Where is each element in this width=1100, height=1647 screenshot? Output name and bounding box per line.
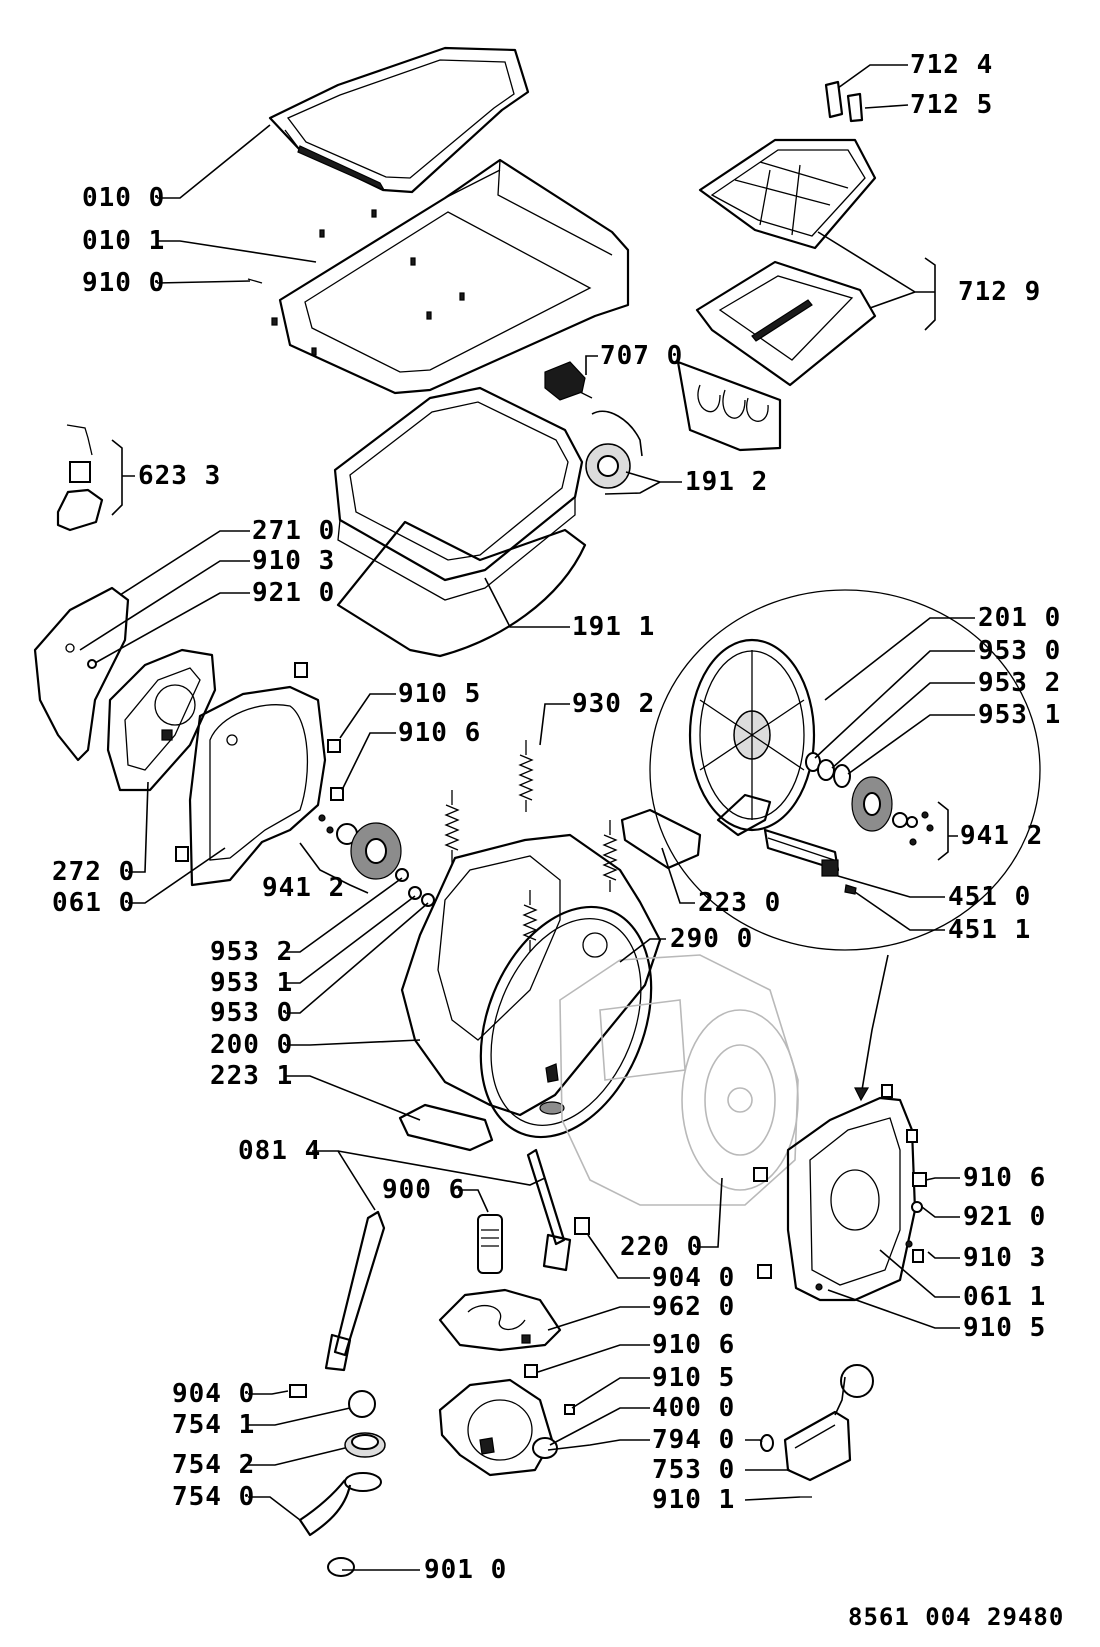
label-921-0-left: 921 0 <box>252 578 336 608</box>
label-910-3-left: 910 3 <box>252 546 336 576</box>
label-910-6-bottom: 910 6 <box>652 1330 736 1360</box>
part-tub-200-0 <box>400 833 662 1139</box>
part-valve-707-0 <box>544 361 593 401</box>
part-belt-191-1 <box>336 520 587 658</box>
part-clip-904-0-mid <box>574 1217 590 1235</box>
label-910-3-right: 910 3 <box>963 1243 1047 1273</box>
label-953-0-left: 953 0 <box>210 998 294 1028</box>
label-953-1-right: 953 1 <box>978 700 1062 730</box>
label-451-0: 451 0 <box>948 882 1032 912</box>
label-290-0: 290 0 <box>670 924 754 954</box>
label-910-6-right: 910 6 <box>963 1163 1047 1193</box>
part-tub-top-ring <box>333 386 584 601</box>
part-drum-220-0 <box>559 954 799 1206</box>
label-904-0-left: 904 0 <box>172 1379 256 1409</box>
label-061-1: 061 1 <box>963 1282 1047 1312</box>
label-910-6-left: 910 6 <box>398 718 482 748</box>
part-flange-941-2-left <box>318 739 435 907</box>
part-shell-061-0 <box>175 662 327 887</box>
label-707-0: 707 0 <box>600 341 684 371</box>
label-451-1: 451 1 <box>948 915 1032 945</box>
part-top-cover-010-0 <box>268 46 530 194</box>
label-754-2: 754 2 <box>172 1450 256 1480</box>
label-754-0: 754 0 <box>172 1482 256 1512</box>
label-191-2: 191 2 <box>685 467 769 497</box>
part-bracket-223-0 <box>620 808 702 870</box>
part-pulley-191-2 <box>585 410 643 489</box>
part-shell-061-1 <box>753 1084 927 1302</box>
label-201-0: 201 0 <box>978 603 1062 633</box>
part-clip-904-0-left <box>289 1384 307 1398</box>
label-910-5-right: 910 5 <box>963 1313 1047 1343</box>
label-712-5: 712 5 <box>910 90 994 120</box>
part-springs-930-2 <box>444 740 618 952</box>
label-623-3: 623 3 <box>138 461 222 491</box>
label-223-1: 223 1 <box>210 1061 294 1091</box>
part-top-frame-010-1 <box>271 158 630 395</box>
part-hub-272-0 <box>106 648 217 792</box>
part-pump-400-0 <box>438 1364 575 1477</box>
label-010-1: 010 1 <box>82 226 166 256</box>
part-flange-941-2-right <box>851 776 934 846</box>
leader-lines <box>79 64 975 1571</box>
label-953-1-left: 953 1 <box>210 968 294 998</box>
part-ball-754-1 <box>348 1390 376 1418</box>
label-271-0: 271 0 <box>252 516 336 546</box>
part-cover-271-0 <box>33 586 130 762</box>
label-223-0: 223 0 <box>698 888 782 918</box>
label-930-2: 930 2 <box>572 689 656 719</box>
part-pressure-switch-753-0 <box>760 1364 874 1498</box>
label-910-5-left: 910 5 <box>398 679 482 709</box>
label-272-0: 272 0 <box>52 857 136 887</box>
label-921-0-right: 921 0 <box>963 1202 1047 1232</box>
part-pins-712-4-712-5 <box>824 80 864 123</box>
label-904-0-mid: 904 0 <box>652 1263 736 1293</box>
part-dispenser-712-9 <box>676 138 877 452</box>
label-910-1: 910 1 <box>652 1485 736 1515</box>
label-220-0: 220 0 <box>620 1232 704 1262</box>
label-953-0-right: 953 0 <box>978 636 1062 666</box>
part-shield-962-0 <box>438 1288 562 1352</box>
label-794-0: 794 0 <box>652 1425 736 1455</box>
label-953-2-left: 953 2 <box>210 937 294 967</box>
label-010-0: 010 0 <box>82 183 166 213</box>
part-screw-910-0 <box>247 278 263 284</box>
part-door-lock-623-3 <box>56 424 104 532</box>
label-081-4: 081 4 <box>238 1136 322 1166</box>
label-900-6: 900 6 <box>382 1175 466 1205</box>
label-200-0: 200 0 <box>210 1030 294 1060</box>
part-shock-absorbers-081-4 <box>324 1148 572 1372</box>
part-heater-451-0 <box>763 828 857 895</box>
label-061-0: 061 0 <box>52 888 136 918</box>
part-bracket-223-1 <box>398 1103 494 1152</box>
label-191-1: 191 1 <box>572 612 656 642</box>
label-910-5-bottom: 910 5 <box>652 1363 736 1393</box>
part-seal-754-2 <box>344 1432 386 1458</box>
label-754-1: 754 1 <box>172 1410 256 1440</box>
label-962-0: 962 0 <box>652 1292 736 1322</box>
part-clamp-901-0 <box>327 1557 355 1577</box>
detail-callout-circle <box>649 589 1041 951</box>
label-941-2-left: 941 2 <box>262 873 346 903</box>
part-hose-754-0 <box>298 1472 382 1537</box>
label-712-4: 712 4 <box>910 50 994 80</box>
part-cross-201-0 <box>688 638 816 837</box>
label-712-9: 712 9 <box>958 277 1042 307</box>
part-filter-900-6 <box>477 1214 503 1274</box>
label-953-2-right: 953 2 <box>978 668 1062 698</box>
label-400-0: 400 0 <box>652 1393 736 1423</box>
label-941-2-right: 941 2 <box>960 821 1044 851</box>
label-753-0: 753 0 <box>652 1455 736 1485</box>
document-reference-number: 8561 004 29480 <box>848 1603 1065 1631</box>
label-910-0: 910 0 <box>82 268 166 298</box>
label-901-0: 901 0 <box>424 1555 508 1585</box>
